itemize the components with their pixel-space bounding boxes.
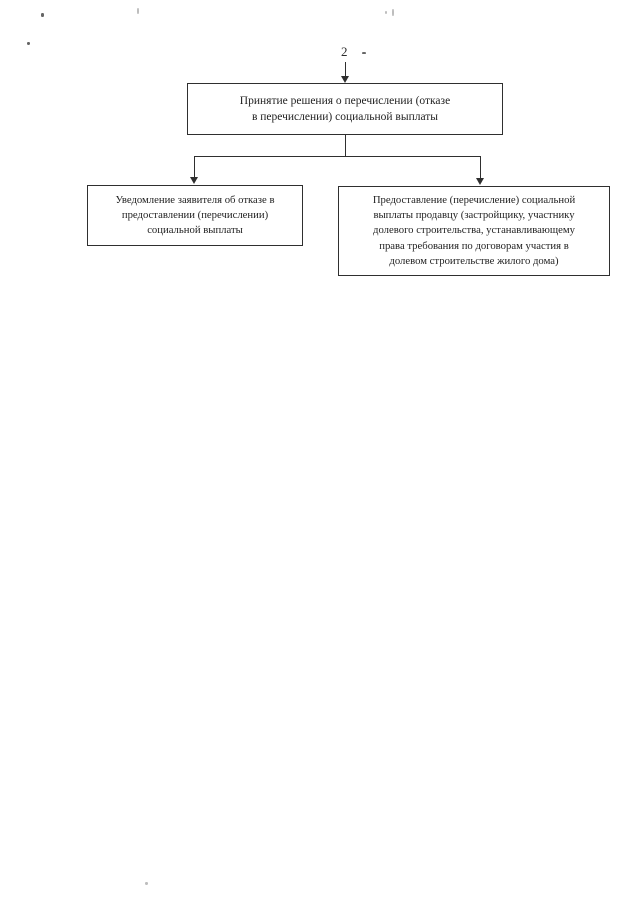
branch-stem-line (345, 135, 346, 157)
scan-speck (41, 13, 44, 17)
branch-horizontal-line (194, 156, 481, 157)
entry-arrowhead-icon (341, 76, 349, 83)
page-number: 2 (341, 44, 348, 59)
right-branch-line (480, 156, 481, 179)
entry-connector-line (345, 62, 346, 77)
payment-node-label: Предоставление (перечисление) социальной… (372, 194, 576, 267)
decision-node: Принятие решения о перечислении (отказе … (187, 83, 503, 135)
left-branch-line (194, 156, 195, 178)
refusal-node: Уведомление заявителя об отказе в предос… (87, 185, 303, 246)
scan-speck (392, 9, 394, 16)
scan-speck (137, 8, 139, 14)
decision-node-label: Принятие решения о перечислении (отказе … (239, 94, 451, 123)
scan-speck (27, 42, 30, 45)
left-arrowhead-icon (190, 177, 198, 184)
payment-node: Предоставление (перечисление) социальной… (338, 186, 610, 276)
right-arrowhead-icon (476, 178, 484, 185)
scan-speck (145, 882, 148, 885)
scan-speck (362, 52, 366, 54)
scan-speck (385, 11, 387, 14)
refusal-node-label: Уведомление заявителя об отказе в предос… (115, 193, 275, 237)
